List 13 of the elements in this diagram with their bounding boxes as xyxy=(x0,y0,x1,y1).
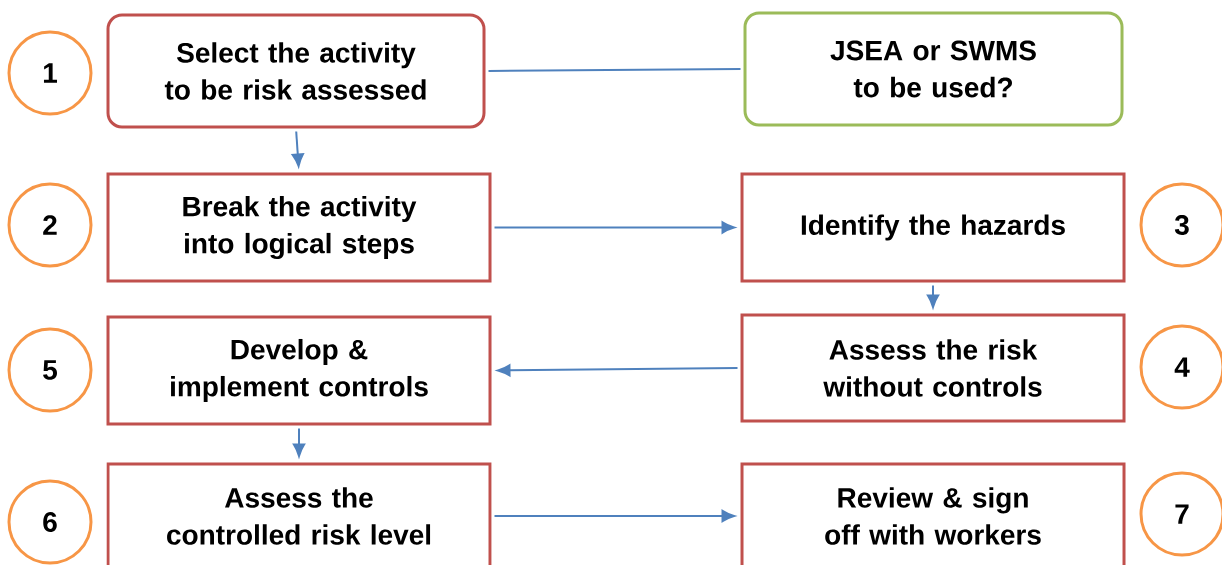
process-box: Select the activity to be risk assessed xyxy=(106,13,486,129)
process-box: Break the activity into logical steps xyxy=(106,172,492,283)
process-box: Review & sign off with workers xyxy=(740,462,1126,565)
process-box: Develop & implement controls xyxy=(106,315,492,426)
arrow xyxy=(926,284,940,308)
arrow xyxy=(292,427,306,457)
process-box: JSEA or SWMS to be used? xyxy=(743,11,1124,127)
arrow xyxy=(497,364,739,377)
arrow xyxy=(291,130,304,167)
process-box: Assess the risk without controls xyxy=(740,313,1126,423)
process-box: Assess the controlled risk level xyxy=(106,462,492,565)
process-box: Identify the hazards xyxy=(740,172,1126,283)
arrow xyxy=(493,509,735,523)
